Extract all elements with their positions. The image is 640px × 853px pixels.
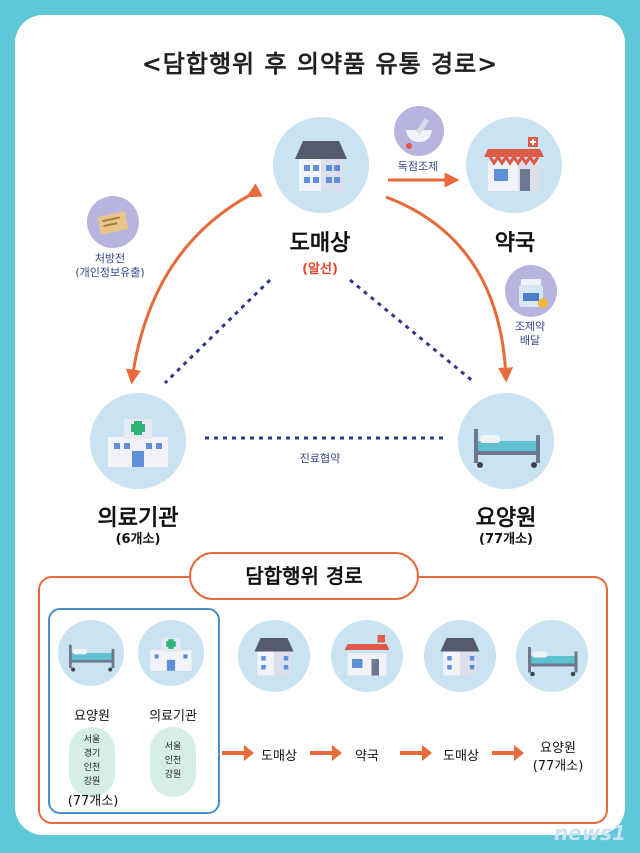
origin-group-box [48, 608, 220, 814]
document-badge [87, 196, 139, 248]
prescription-arrow [126, 183, 263, 385]
medical-region-1: 서울 [164, 742, 182, 752]
hospital-bed-icon [528, 647, 578, 677]
route-step-2: 약국 [355, 749, 379, 764]
route-nursing-circle [58, 620, 124, 686]
watermark: news1 [553, 821, 626, 845]
pharmacy-circle [466, 117, 562, 213]
nursing-region-3: 인천 [83, 763, 101, 773]
building-icon [254, 638, 294, 676]
route-medical-circle [138, 620, 204, 686]
route-nursing-circle-2 [516, 620, 588, 692]
nursing-label: 요양원 [475, 506, 537, 531]
route-pharmacy-circle [331, 620, 403, 692]
bottle-badge [505, 265, 557, 317]
nursing-sub: (77개소) [479, 532, 533, 547]
medical-regions-pill: 서울 인천 강원 [150, 727, 196, 797]
dotted-wholesaler-medical [163, 278, 272, 385]
arrow-right-icon [492, 745, 524, 761]
pharmacy-icon [344, 635, 390, 676]
medicine-bottle-icon [519, 279, 548, 308]
prescription-label: 처방전 (개인정보유출) [60, 252, 160, 280]
group-nursing-label: 요양원 [74, 709, 110, 724]
delivery-arrow [385, 195, 514, 383]
route-step-3: 도매상 [443, 749, 479, 764]
wholesaler-sub: (알선) [302, 262, 338, 277]
group-medical-label: 의료기관 [149, 709, 197, 724]
route-step-4-sub: (77개소) [532, 759, 584, 774]
medical-sub: (6개소) [115, 532, 161, 547]
nursing-region-4: 강원 [83, 777, 101, 787]
exclusive-label: 독점조제 [397, 160, 439, 173]
nursing-circle [458, 393, 554, 489]
pharmacy-icon [484, 137, 544, 191]
route-step-4: 요양원 [540, 741, 576, 756]
mortar-icon [406, 118, 432, 149]
hospital-icon [150, 637, 192, 671]
medical-region-3: 강원 [164, 770, 182, 780]
arrow-right-icon [222, 745, 254, 761]
arrow-right-icon [400, 745, 432, 761]
delivery-line2: 배달 [519, 334, 541, 347]
nursing-region-1: 서울 [83, 735, 101, 745]
group-count: (77개소) [67, 794, 119, 809]
arrow-right-icon [310, 745, 342, 761]
building-icon [440, 638, 480, 676]
dotted-wholesaler-nursing [349, 278, 476, 385]
delivery-line1: 조제약 [514, 320, 546, 333]
building-icon [295, 141, 347, 191]
prescription-line2: (개인정보유출) [75, 266, 145, 279]
route-step-1: 도매상 [261, 749, 297, 764]
route-wholesaler-circle-2 [424, 620, 496, 692]
route-wholesaler-circle-1 [238, 620, 310, 692]
document-icon [97, 211, 129, 235]
nursing-region-2: 경기 [83, 749, 101, 759]
hospital-bed-icon [474, 429, 540, 468]
pharmacy-label: 약국 [494, 231, 536, 256]
medical-label: 의료기관 [97, 506, 179, 531]
page-title: <담합행위 후 의약품 유통 경로> [141, 50, 499, 78]
wholesaler-label: 도매상 [289, 231, 351, 256]
delivery-label: 조제약 배달 [500, 320, 560, 348]
nursing-regions-pill: 서울 경기 인천 강원 [69, 727, 115, 797]
hospital-bed-icon [69, 644, 115, 672]
route-title: 담합행위 경로 [189, 552, 419, 600]
wholesaler-circle [273, 117, 369, 213]
cooperation-label: 진료협약 [299, 452, 341, 465]
hospital-icon [108, 419, 168, 467]
medical-region-2: 인천 [164, 756, 182, 766]
prescription-line1: 처방전 [94, 252, 126, 265]
medical-circle [90, 393, 186, 489]
mortar-badge [394, 106, 444, 156]
